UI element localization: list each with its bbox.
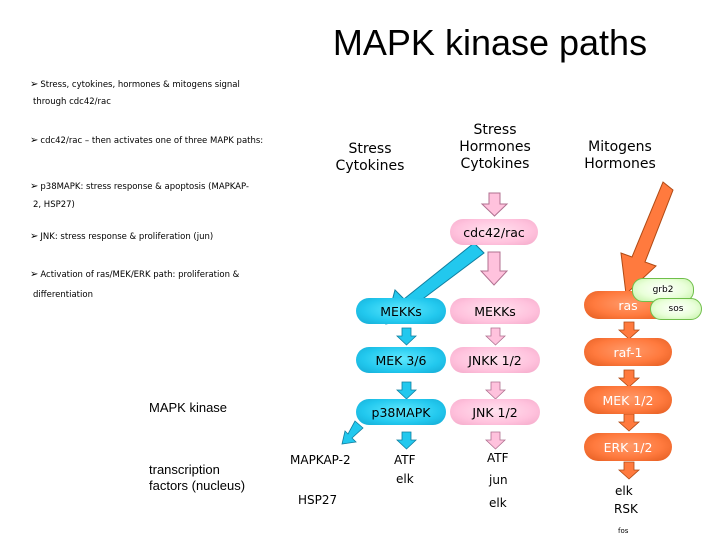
bullet-1-line-2: through cdc42/rac <box>33 97 111 107</box>
target-elk-mid: elk <box>489 496 507 510</box>
arrow-erk-to-elk <box>617 461 641 480</box>
bullet-3: ➢p38MAPK: stress response & apoptosis (M… <box>30 180 249 194</box>
arrow-bullet-icon: ➢ <box>30 269 39 280</box>
bullet-4-text: JNK: stress response & proliferation (ju… <box>40 232 214 242</box>
arrow-cdc42-to-mekks <box>479 251 509 286</box>
node-jnk12: JNK 1/2 <box>450 399 540 425</box>
target-atf-mid: ATF <box>487 451 509 465</box>
bullet-2-text: cdc42/rac – then activates one of three … <box>40 136 264 146</box>
bullet-3-line-2: 2, HSP27) <box>33 200 75 210</box>
arrow-jnkk-to-jnk <box>484 381 507 400</box>
bullet-3-line-1: p38MAPK: stress response & apoptosis (MA… <box>40 182 250 192</box>
label-mapk-kinase: MAPK kinase <box>149 400 228 415</box>
bullet-2: ➢cdc42/rac – then activates one of three… <box>30 134 263 148</box>
arrow-bullet-icon: ➢ <box>30 135 39 146</box>
arrow-mek-to-erk <box>617 413 641 432</box>
header-stress-hormones-line-2: Hormones <box>459 139 531 155</box>
target-atf-left: ATF <box>394 453 416 467</box>
header-mitogens-line-1: Mitogens <box>588 139 652 155</box>
target-elk-right: elk <box>615 484 633 498</box>
header-mitogens-line-2: Hormones <box>584 156 656 172</box>
header-mitogens-hormones: Mitogens Hormones <box>570 139 670 173</box>
arrow-ras-to-raf <box>617 321 641 340</box>
node-p38mapk: p38MAPK <box>356 399 446 425</box>
arrow-mekks-to-mek36 <box>395 327 418 346</box>
bullet-1-line-1: Stress, cytokines, hormones & mitogens s… <box>40 80 240 90</box>
target-hsp27: HSP27 <box>298 493 338 507</box>
node-mek36: MEK 3/6 <box>356 347 446 373</box>
bullet-1: ➢Stress, cytokines, hormones & mitogens … <box>30 78 240 92</box>
arrow-to-cdc42 <box>480 192 509 217</box>
node-mek12: MEK 1/2 <box>584 386 672 414</box>
header-stress-cytokines-line-1: Stress <box>348 141 392 157</box>
header-stress-hormones-cytokines: Stress Hormones Cytokines <box>445 122 545 173</box>
target-elk-left: elk <box>396 472 414 486</box>
bullet-5: ➢Activation of ras/MEK/ERK path: prolife… <box>30 268 239 282</box>
node-mekks-right: MEKKs <box>450 298 540 324</box>
arrow-bullet-icon: ➢ <box>30 79 39 90</box>
bullet-4: ➢JNK: stress response & proliferation (j… <box>30 230 213 244</box>
header-stress-cytokines-line-2: Cytokines <box>335 158 405 174</box>
arrow-raf-to-mek <box>617 369 641 388</box>
page-title: MAPK kinase paths <box>332 22 648 63</box>
target-rsk: RSK <box>614 502 638 516</box>
arrow-bullet-icon: ➢ <box>30 231 39 242</box>
arrow-bullet-icon: ➢ <box>30 181 39 192</box>
arrow-p38-to-atf <box>395 431 418 450</box>
bullet-5-line-2: differentiation <box>33 290 93 300</box>
label-transcription-line-2: factors (nucleus) <box>149 478 246 493</box>
header-stress-hormones-line-1: Stress <box>473 122 517 138</box>
bullet-5-line-1: Activation of ras/MEK/ERK path: prolifer… <box>40 270 240 280</box>
arrow-mekks-to-jnkk <box>484 327 507 346</box>
target-jun: jun <box>489 473 508 487</box>
node-cdc42-rac: cdc42/rac <box>450 219 538 245</box>
label-transcription-line-1: transcription <box>149 462 220 477</box>
arrow-p38-to-mapkap2 <box>341 420 364 445</box>
node-jnkk12: JNKK 1/2 <box>450 347 540 373</box>
node-erk12: ERK 1/2 <box>584 433 672 461</box>
arrow-mek36-to-p38 <box>395 381 418 400</box>
node-mekks-left: MEKKs <box>356 298 446 324</box>
target-fos: fos <box>618 527 629 535</box>
arrow-jnk-to-atf <box>484 431 507 450</box>
target-mapkap2: MAPKAP-2 <box>290 453 351 467</box>
node-sos: sos <box>650 298 702 320</box>
header-stress-hormones-line-3: Cytokines <box>460 156 530 172</box>
node-raf1: raf-1 <box>584 338 672 366</box>
label-transcription-factors: transcription factors (nucleus) <box>149 462 245 494</box>
header-stress-cytokines: Stress Cytokines <box>320 141 420 175</box>
